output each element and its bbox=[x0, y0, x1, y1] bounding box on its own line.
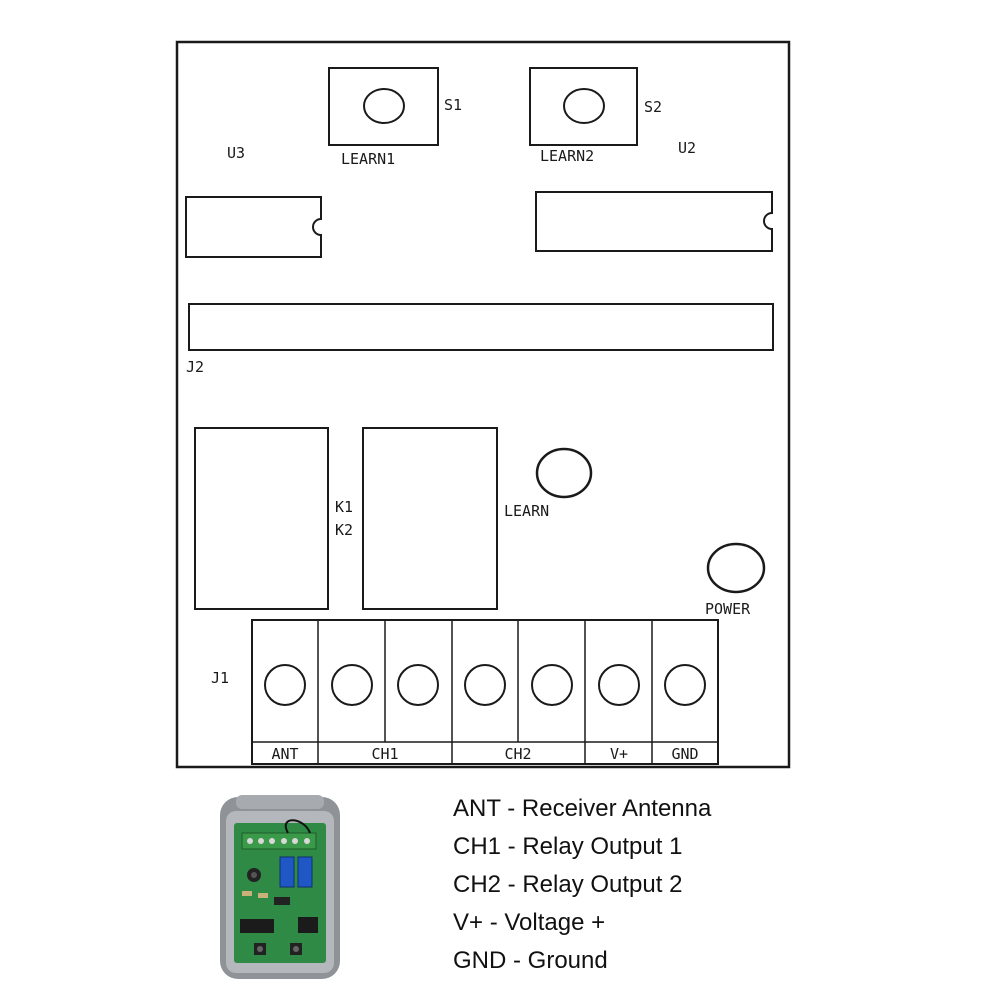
terminal-label-ant: ANT bbox=[271, 745, 298, 763]
learn-led bbox=[535, 447, 593, 499]
power-led-label: POWER bbox=[705, 600, 751, 618]
chip-u3-ref: U3 bbox=[227, 144, 245, 162]
chip-u2-ref: U2 bbox=[678, 139, 696, 157]
relay-k2-ref: K2 bbox=[335, 521, 353, 539]
terminal-block-j1: ANT CH1 CH2 V+ GND bbox=[251, 619, 719, 765]
legend-item-ch2: CH2 - Relay Output 2 bbox=[453, 871, 683, 898]
terminal-legend: ANT - Receiver Antenna CH1 - Relay Outpu… bbox=[453, 793, 873, 983]
terminal-label-ch1: CH1 bbox=[371, 745, 398, 763]
legend-item-ant: ANT - Receiver Antenna bbox=[453, 795, 712, 822]
legend-item-vplus: V+ - Voltage + bbox=[453, 909, 606, 936]
terminal-label-vplus: V+ bbox=[610, 745, 628, 763]
terminal-screw-ch1-a bbox=[331, 664, 373, 706]
terminal-screw-ch1-b bbox=[397, 664, 439, 706]
terminal-screw-vplus bbox=[598, 664, 640, 706]
terminal-block-ref: J1 bbox=[211, 669, 229, 687]
header-j2-ref: J2 bbox=[186, 358, 204, 376]
switch-s1: S1 LEARN1 bbox=[328, 67, 462, 168]
switch-s2-label: LEARN2 bbox=[540, 147, 594, 165]
relay-k1 bbox=[194, 427, 329, 610]
terminal-label-gnd: GND bbox=[671, 745, 698, 763]
terminal-screw-gnd bbox=[664, 664, 706, 706]
relay-k2 bbox=[362, 427, 498, 610]
switch-s1-button bbox=[363, 88, 405, 124]
switch-s2-button bbox=[563, 88, 605, 124]
switch-s1-ref: S1 bbox=[444, 96, 462, 114]
chip-u2 bbox=[535, 191, 773, 252]
switch-s1-label: LEARN1 bbox=[341, 150, 395, 168]
power-led bbox=[706, 542, 766, 594]
relay-k1-ref: K1 bbox=[335, 498, 353, 516]
receiver-product-photo bbox=[220, 795, 340, 979]
terminal-screw-ch2-a bbox=[464, 664, 506, 706]
switch-s2-ref: S2 bbox=[644, 98, 662, 116]
board-outline bbox=[175, 40, 791, 769]
chip-u3 bbox=[185, 196, 322, 258]
legend-item-ch1: CH1 - Relay Output 1 bbox=[453, 833, 683, 860]
terminal-screw-ch2-b bbox=[531, 664, 573, 706]
receiver-board-diagram: S1 LEARN1 S2 LEARN2 U3 U2 J2 K1 K2 LEARN… bbox=[175, 40, 791, 769]
terminal-label-ch2: CH2 bbox=[504, 745, 531, 763]
terminal-screw-ant bbox=[264, 664, 306, 706]
legend-item-gnd: GND - Ground bbox=[453, 947, 608, 974]
learn-led-label: LEARN bbox=[504, 502, 549, 520]
switch-s2: S2 LEARN2 bbox=[529, 67, 662, 165]
header-j2 bbox=[188, 303, 774, 351]
